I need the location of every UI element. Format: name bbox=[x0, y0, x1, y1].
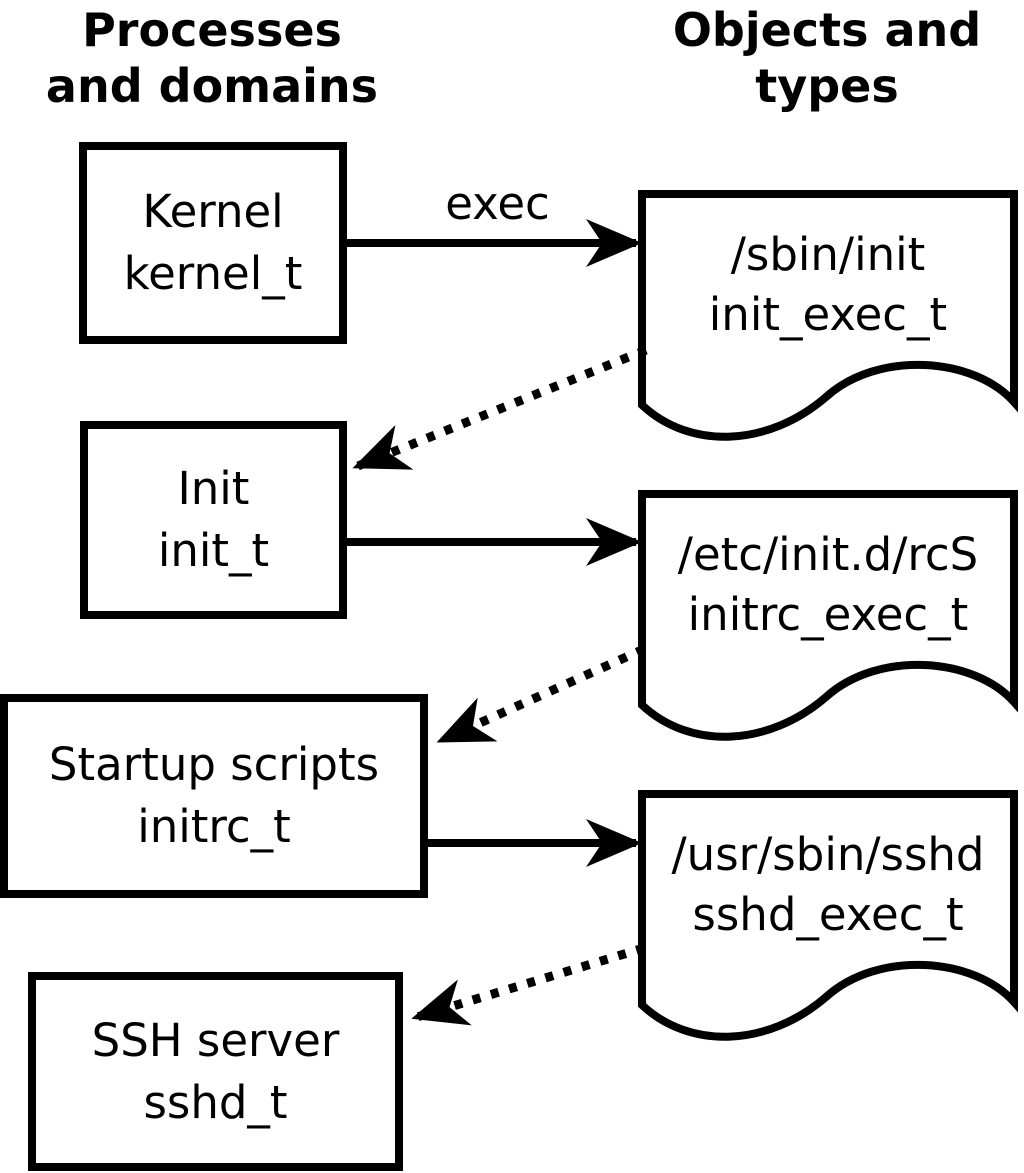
document-shape-etc-init-rcs bbox=[638, 490, 1018, 741]
object-label-etc-init-rcs: /etc/init.d/rcS initrc_exec_t bbox=[639, 525, 1017, 645]
process-box-init: Init init_t bbox=[80, 421, 347, 619]
process-domain-type: init_t bbox=[157, 524, 270, 577]
process-name: Init bbox=[177, 462, 250, 515]
document-shape-sbin-init bbox=[638, 190, 1018, 441]
edge-label-exec: exec bbox=[445, 177, 550, 230]
object-path: /etc/init.d/rcS bbox=[677, 528, 979, 581]
column-header-objects-and-types: Objects and types bbox=[672, 3, 982, 113]
process-domain-type: kernel_t bbox=[123, 247, 303, 300]
process-name: Kernel bbox=[142, 185, 284, 238]
object-type: initrc_exec_t bbox=[687, 588, 969, 641]
process-name: Startup scripts bbox=[48, 738, 380, 791]
object-type: init_exec_t bbox=[708, 288, 948, 341]
object-path: /usr/sbin/sshd bbox=[671, 828, 985, 881]
object-label-usr-sbin-sshd: /usr/sbin/sshd sshd_exec_t bbox=[639, 825, 1017, 945]
document-shape-usr-sbin-sshd bbox=[638, 790, 1018, 1041]
dotted-arrow-sshd-exec-to-sshd-domain bbox=[411, 943, 646, 1026]
object-path: /sbin/init bbox=[730, 228, 926, 281]
dotted-arrow-sbin-init-to-init-domain bbox=[352, 345, 648, 471]
object-label-sbin-init: /sbin/init init_exec_t bbox=[639, 225, 1017, 345]
process-box-ssh-server: SSH server sshd_t bbox=[28, 972, 403, 1171]
column-header-processes-and-domains: Processes and domains bbox=[45, 3, 379, 113]
dotted-arrow-rcs-to-initrc-domain bbox=[436, 644, 646, 745]
process-box-startup-scripts: Startup scripts initrc_t bbox=[0, 694, 428, 898]
object-type: sshd_exec_t bbox=[692, 888, 964, 941]
process-box-kernel: Kernel kernel_t bbox=[79, 142, 347, 344]
process-name: SSH server bbox=[91, 1013, 340, 1067]
process-domain-type: sshd_t bbox=[143, 1075, 288, 1129]
process-domain-type: initrc_t bbox=[137, 800, 291, 853]
